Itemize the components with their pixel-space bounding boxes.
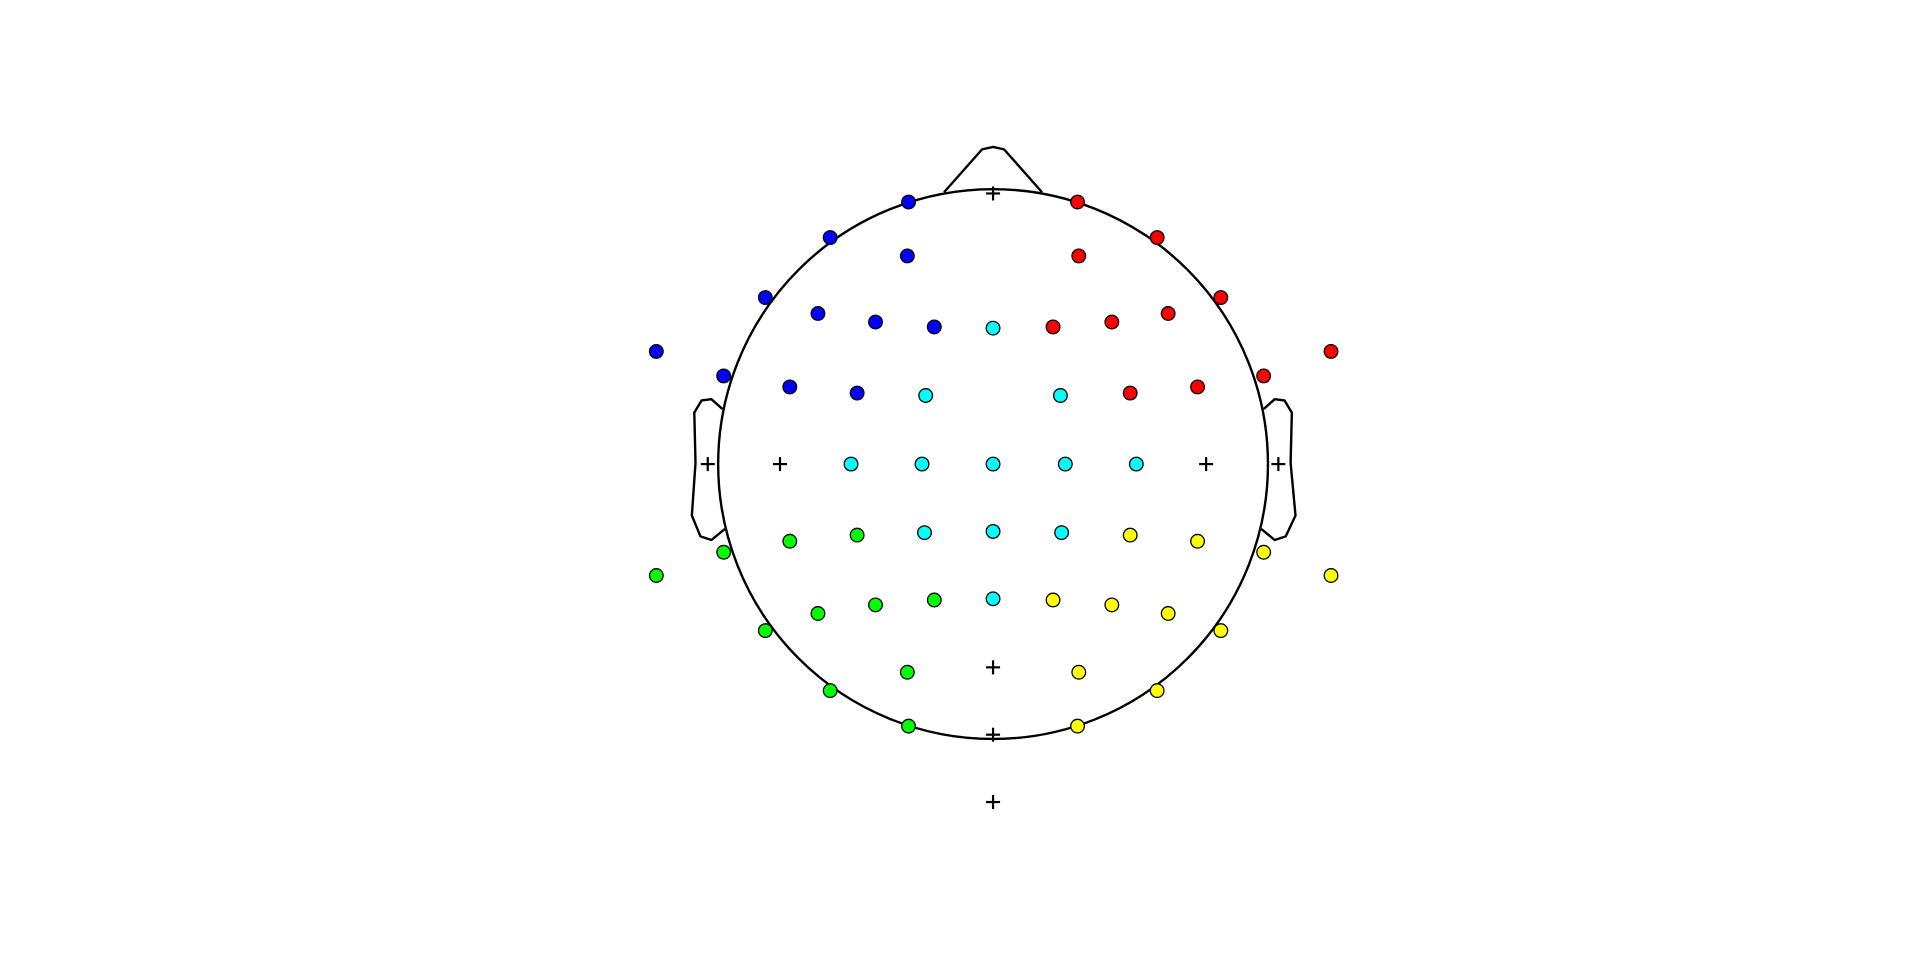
sensor-marker — [849, 527, 865, 543]
plus-markers — [700, 186, 1286, 810]
sensor-marker — [985, 523, 1001, 539]
sensor-marker — [868, 314, 883, 330]
plus-marker — [700, 457, 715, 472]
sensor-marker — [1045, 319, 1061, 335]
sensor-marker — [782, 379, 798, 395]
sensor-marker — [1045, 592, 1061, 608]
sensor-marker — [899, 664, 915, 680]
plus-marker — [986, 727, 1001, 742]
sensor-marker — [843, 456, 859, 472]
sensor-marker — [716, 544, 732, 560]
nose-outline — [943, 145, 1043, 194]
sensor-marker — [1071, 248, 1087, 264]
sensor-marker — [985, 320, 1001, 336]
right-ear-outline — [1260, 397, 1297, 542]
sensor-marker — [1070, 194, 1086, 210]
head-outline — [690, 145, 1297, 741]
sensor-marker — [868, 597, 883, 613]
sensor-marker — [1160, 606, 1176, 621]
sensor-marker — [648, 343, 664, 359]
sensor-marker — [1190, 379, 1206, 395]
sensor-marker — [1122, 527, 1138, 543]
sensor-marker — [782, 533, 798, 549]
sensor-marker — [917, 525, 932, 541]
sensor-marker — [1160, 306, 1176, 321]
sensor-marker — [901, 194, 917, 210]
sensor-marker — [926, 319, 942, 335]
sensor-marker — [648, 568, 664, 583]
sensor-marker — [1149, 683, 1165, 699]
sensor-marker — [1052, 388, 1068, 403]
sensor-marker — [1149, 230, 1165, 246]
sensor-marker — [849, 385, 865, 401]
sensor-marker — [918, 388, 934, 403]
sensor-marker — [1122, 385, 1138, 401]
sensor-marker — [985, 456, 1001, 472]
plus-marker — [986, 795, 1001, 810]
sensor-marker — [822, 230, 838, 246]
plus-marker — [773, 457, 787, 472]
left-ear-outline — [690, 397, 726, 542]
plus-marker — [986, 186, 1001, 201]
sensor-marker — [1054, 525, 1070, 541]
sensor-marker — [1256, 544, 1272, 560]
plus-marker — [986, 660, 1001, 675]
sensor-marker — [899, 248, 915, 264]
sensor-marker — [1070, 718, 1086, 734]
sensor-marker — [757, 623, 773, 639]
sensor-marker — [1323, 568, 1339, 583]
sensor-marker — [1190, 533, 1206, 549]
sensor-marker — [901, 718, 917, 734]
sensor-marker — [1057, 456, 1073, 472]
sensor-marker — [1256, 368, 1272, 384]
sensor-marker — [1128, 456, 1144, 472]
sensor-marker — [716, 368, 732, 384]
sensor-marker — [926, 592, 942, 608]
sensor-marker — [1213, 290, 1229, 306]
sensor-marker — [1323, 343, 1339, 359]
sensor-marker — [810, 606, 826, 621]
sensor-marker — [757, 290, 773, 306]
sensor-marker — [914, 456, 930, 472]
plus-marker — [1271, 457, 1286, 472]
plus-marker — [1199, 457, 1214, 472]
sensor-marker — [822, 683, 838, 699]
sensor-marker — [1104, 314, 1120, 330]
sensor-markers — [648, 194, 1339, 734]
sensor-marker — [1213, 623, 1229, 639]
sensor-marker — [810, 306, 826, 321]
sensor-marker — [1071, 664, 1087, 680]
sensor-marker — [985, 591, 1001, 607]
sensor-marker — [1104, 597, 1120, 613]
